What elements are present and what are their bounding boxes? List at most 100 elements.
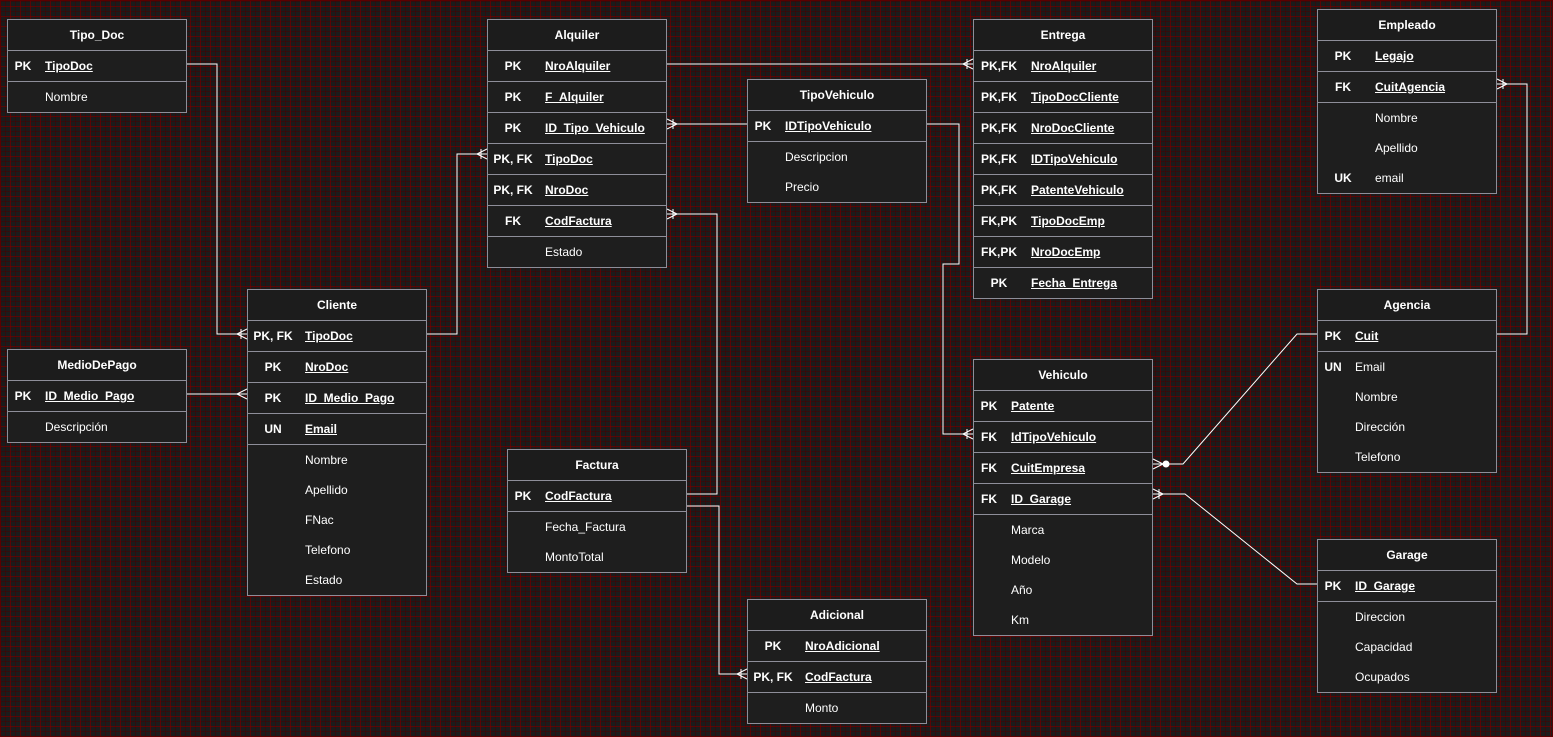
entity-row[interactable]: Marca [974,514,1152,545]
entity-row[interactable]: PK Cuit [1318,321,1496,351]
attribute-name: Dirección [1355,420,1406,434]
entity-row[interactable]: Km [974,605,1152,635]
entity-row[interactable]: PK NroAdicional [748,631,926,661]
rel-agencia-vehiculo [1153,333,1317,465]
entity-row[interactable]: PK NroDoc [248,351,426,382]
entity-tipo-doc[interactable]: Tipo_Doc PK TipoDoc Nombre [7,19,187,113]
entity-row[interactable]: Monto [748,692,926,723]
entity-row[interactable]: PK, FK CodFactura [748,661,926,692]
entity-row[interactable]: PK,FK PatenteVehiculo [974,174,1152,205]
attribute-name: Email [1355,360,1386,374]
entity-row[interactable]: FK,PK NroDocEmp [974,236,1152,267]
attribute-name: CuitEmpresa [1011,461,1086,475]
entity-row[interactable]: Dirección [1318,412,1496,442]
entity-row[interactable]: FK ID_Garage [974,483,1152,514]
entity-cliente[interactable]: Cliente PK, FK TipoDoc PK NroDoc PK ID_M… [247,289,427,596]
entity-row[interactable]: Nombre [1318,102,1496,133]
entity-row[interactable]: PK CodFactura [508,481,686,511]
entity-row[interactable]: Fecha_Factura [508,511,686,542]
entity-title: Garage [1318,540,1496,571]
key-label: PK [990,276,1008,290]
attribute-name: CuitAgencia [1375,80,1446,94]
entity-row[interactable]: PK,FK NroAlquiler [974,51,1152,81]
entity-row[interactable]: PK, FK NroDoc [488,174,666,205]
entity-title: TipoVehiculo [748,80,926,111]
entity-medio-de-pago[interactable]: MedioDePago PK ID_Medio_Pago Descripción [7,349,187,443]
attribute-name: FNac [305,513,334,527]
entity-row[interactable]: Telefono [248,535,426,565]
entity-row[interactable]: PK Legajo [1318,41,1496,71]
entity-row[interactable]: Descripción [8,411,186,442]
entity-tipo-vehiculo[interactable]: TipoVehiculo PK IDTipoVehiculo Descripci… [747,79,927,203]
entity-adicional[interactable]: Adicional PK NroAdicional PK, FK CodFact… [747,599,927,724]
entity-row[interactable]: Año [974,575,1152,605]
entity-row[interactable]: Nombre [8,81,186,112]
entity-row[interactable]: PK, FK TipoDoc [488,143,666,174]
entity-row[interactable]: PK,FK NroDocCliente [974,112,1152,143]
entity-row[interactable]: PK, FK TipoDoc [248,321,426,351]
entity-agencia[interactable]: Agencia PK Cuit UN Email Nombre Direcció… [1317,289,1497,473]
entity-vehiculo[interactable]: Vehiculo PK Patente FK IdTipoVehiculo FK… [973,359,1153,636]
entity-row[interactable]: Estado [248,565,426,595]
entity-row[interactable]: Capacidad [1318,632,1496,662]
entity-empleado[interactable]: Empleado PK Legajo FK CuitAgencia Nombre… [1317,9,1497,194]
entity-garage[interactable]: Garage PK ID_Garage Direccion Capacidad … [1317,539,1497,693]
entity-row[interactable]: PK ID_Medio_Pago [248,382,426,413]
entity-row[interactable]: PK ID_Medio_Pago [8,381,186,411]
entity-alquiler[interactable]: Alquiler PK NroAlquiler PK F_Alquiler PK… [487,19,667,268]
entity-row[interactable]: PK ID_Tipo_Vehiculo [488,112,666,143]
entity-row[interactable]: PK Patente [974,391,1152,421]
key-label: PK, FK [253,329,293,343]
crowfoot-vehiculo-cuitempresa [1152,458,1164,470]
entity-row[interactable]: Apellido [248,475,426,505]
attribute-name: NroDocCliente [1031,121,1115,135]
entity-row[interactable]: FK CodFactura [488,205,666,236]
entity-title: Adicional [748,600,926,631]
entity-row[interactable]: Telefono [1318,442,1496,472]
entity-row[interactable]: PK TipoDoc [8,51,186,81]
attribute-name: ID_Medio_Pago [45,389,135,403]
entity-entrega[interactable]: Entrega PK,FK NroAlquiler PK,FK TipoDocC… [973,19,1153,299]
entity-row[interactable]: PK Fecha_Entrega [974,267,1152,298]
key-label: FK [981,461,997,475]
key-label: PK [14,389,32,403]
entity-row[interactable]: MontoTotal [508,542,686,572]
entity-row[interactable]: Nombre [1318,382,1496,412]
entity-row[interactable]: PK ID_Garage [1318,571,1496,601]
entity-row[interactable]: Modelo [974,545,1152,575]
entity-row[interactable]: Descripcion [748,141,926,172]
entity-row[interactable]: PK F_Alquiler [488,81,666,112]
entity-row[interactable]: FK CuitEmpresa [974,452,1152,483]
entity-row[interactable]: PK,FK IDTipoVehiculo [974,143,1152,174]
entity-row[interactable]: Precio [748,172,926,202]
attribute-name: NroAdicional [805,639,880,653]
entity-row[interactable]: PK IDTipoVehiculo [748,111,926,141]
key-label: PK [754,119,772,133]
attribute-name: CodFactura [545,489,612,503]
entity-row[interactable]: Ocupados [1318,662,1496,692]
entity-row[interactable]: PK,FK TipoDocCliente [974,81,1152,112]
entity-row[interactable]: UK email [1318,163,1496,193]
entity-row[interactable]: FNac [248,505,426,535]
entity-row[interactable]: UN Email [248,413,426,444]
entity-title: Alquiler [488,20,666,51]
entity-row[interactable]: Estado [488,236,666,267]
entity-row[interactable]: FK IdTipoVehiculo [974,421,1152,452]
crowfoot-cliente-mediopago [236,388,248,400]
entity-row[interactable]: UN Email [1318,351,1496,382]
attribute-name: Estado [305,573,343,587]
entity-row[interactable]: Apellido [1318,133,1496,163]
entity-row[interactable]: PK NroAlquiler [488,51,666,81]
attribute-name: Ocupados [1355,670,1410,684]
attribute-name: Nombre [1375,111,1418,125]
entity-row[interactable]: Direccion [1318,601,1496,632]
entity-row[interactable]: FK,PK TipoDocEmp [974,205,1152,236]
key-label: PK [504,59,522,73]
entity-row[interactable]: FK CuitAgencia [1318,71,1496,102]
key-label: PK,FK [981,90,1017,104]
rel-tipodoc-cliente [187,63,247,335]
attribute-name: Estado [545,245,583,259]
key-label: FK,PK [981,214,1017,228]
entity-factura[interactable]: Factura PK CodFactura Fecha_Factura Mont… [507,449,687,573]
entity-row[interactable]: Nombre [248,444,426,475]
